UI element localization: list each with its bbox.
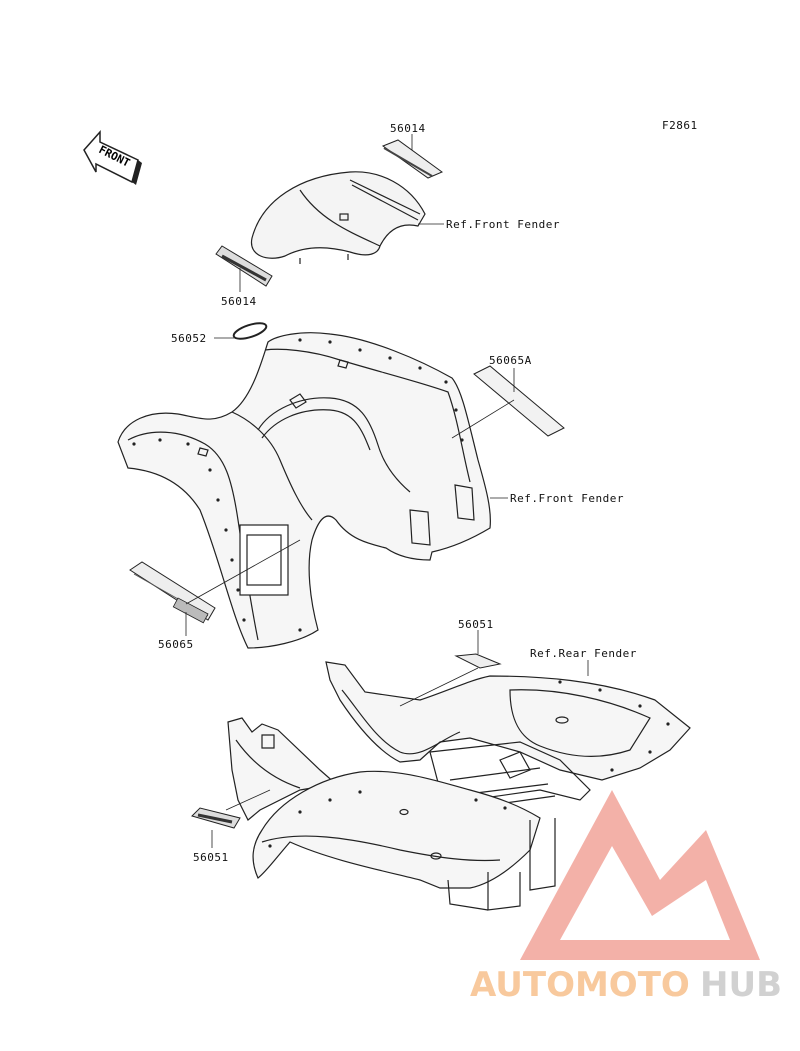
part-label-56065: 56065 [158, 638, 194, 651]
front-arrow-icon: FRONT [83, 130, 142, 185]
front-cover-part [250, 171, 426, 264]
ref-label-front-fender-top: Ref.Front Fender [446, 218, 560, 231]
part-label-56014-logo: 56014 [221, 295, 257, 308]
part-label-56051-lower: 56051 [193, 851, 229, 864]
part-label-56014-top: 56014 [390, 122, 426, 135]
part-label-56052: 56052 [171, 332, 207, 345]
stripe-decal-part [381, 139, 444, 179]
decal-56051-top-part [454, 653, 502, 669]
watermark-logo: AUTOMOTO HUB [470, 790, 782, 1005]
watermark-word1: AUTOMOTO [470, 965, 690, 1005]
emblem-part [232, 322, 268, 340]
fender-bolt-icons [132, 338, 464, 632]
ref-label-rear-fender: Ref.Rear Fender [530, 647, 637, 660]
ref-label-front-fender-main: Ref.Front Fender [510, 492, 624, 505]
rear-fender-bolt-icons [268, 680, 670, 848]
rear-fender-part [227, 661, 691, 911]
figure-code: F2861 [662, 119, 698, 132]
part-label-56051-top: 56051 [458, 618, 494, 631]
front-fender-part [117, 332, 491, 649]
decal-56065-part [129, 561, 216, 624]
kawasaki-decal-part [215, 245, 273, 287]
part-label-56065a: 56065A [489, 354, 532, 367]
decal-56065a-part [473, 365, 565, 437]
watermark-word2: HUB [700, 965, 782, 1005]
emblem-56051-lower-part [191, 807, 241, 829]
